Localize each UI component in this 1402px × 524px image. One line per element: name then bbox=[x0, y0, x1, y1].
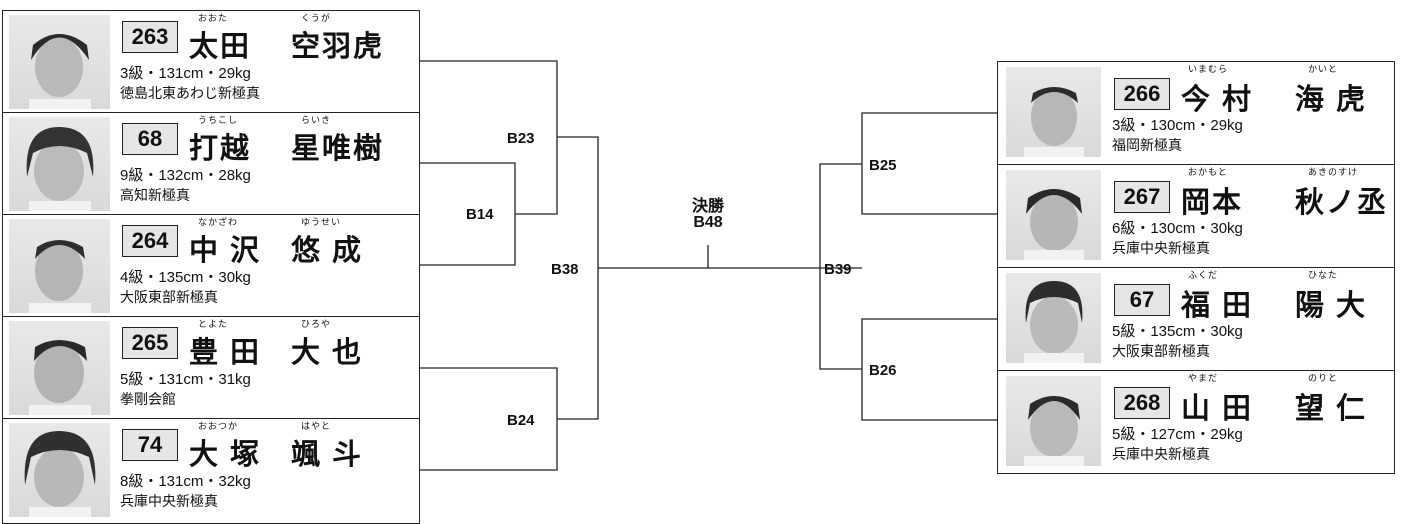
competitor-photo bbox=[9, 423, 110, 517]
final-title: 決勝 bbox=[691, 198, 724, 215]
bracket-b39 bbox=[819, 163, 862, 370]
bout-label-b23: B23 bbox=[507, 130, 535, 147]
family-name-reading: やまだ bbox=[1188, 373, 1219, 383]
competitor-card: 264 なかざわ ゆうせい 中 沢 悠 成 4級・135cm・30kg 大阪東部… bbox=[2, 214, 420, 317]
given-name-reading: ひなた bbox=[1308, 270, 1339, 280]
family-name-reading: おおた bbox=[198, 13, 229, 23]
competitor-photo bbox=[1006, 273, 1101, 363]
competitor-card: 74 おおつか はやと 大 塚 颯 斗 8級・131cm・32kg 兵庫中央新極… bbox=[2, 418, 420, 524]
competitor-dojo: 兵庫中央新極真 bbox=[1112, 446, 1210, 462]
given-name: 星唯樹 bbox=[291, 133, 385, 165]
competitor-card: 67 ふくだ ひなた 福 田 陽 大 5級・135cm・30kg 大阪東部新極真 bbox=[997, 267, 1395, 371]
competitor-number: 74 bbox=[122, 429, 178, 461]
family-name-reading: とよた bbox=[198, 319, 229, 329]
competitor-number: 263 bbox=[122, 21, 178, 53]
competitor-number: 268 bbox=[1114, 387, 1170, 419]
competitor-card: 266 いまむら かいと 今 村 海 虎 3級・130cm・29kg 福岡新極真 bbox=[997, 61, 1395, 165]
given-name: 秋ノ丞 bbox=[1295, 187, 1389, 219]
competitor-photo bbox=[1006, 170, 1101, 260]
bout-label-b24: B24 bbox=[507, 412, 535, 429]
family-name: 打越 bbox=[189, 133, 252, 165]
family-name: 山 田 bbox=[1181, 393, 1254, 425]
competitor-photo bbox=[9, 15, 110, 109]
competitor-number: 68 bbox=[122, 123, 178, 155]
given-name: 大 也 bbox=[291, 337, 364, 369]
family-name-reading: いまむら bbox=[1188, 64, 1229, 74]
given-name-reading: ゆうせい bbox=[301, 217, 342, 227]
given-name-reading: らいき bbox=[301, 115, 332, 125]
bout-label-b26: B26 bbox=[869, 362, 897, 379]
family-name-reading: なかざわ bbox=[198, 217, 239, 227]
competitor-stats: 8級・131cm・32kg bbox=[120, 473, 251, 490]
competitor-dojo: 兵庫中央新極真 bbox=[1112, 240, 1210, 256]
competitor-photo bbox=[9, 219, 110, 313]
competitor-card: 263 おおた くうが 太田 空羽虎 3級・131cm・29kg 徳島北東あわじ… bbox=[2, 10, 420, 113]
competitor-dojo: 福岡新極真 bbox=[1112, 137, 1182, 153]
competitor-card: 68 うちこし らいき 打越 星唯樹 9級・132cm・28kg 高知新極真 bbox=[2, 112, 420, 215]
competitor-number: 67 bbox=[1114, 284, 1170, 316]
given-name: 空羽虎 bbox=[291, 31, 385, 63]
family-name-reading: おおつか bbox=[198, 421, 239, 431]
competitor-stats: 9級・132cm・28kg bbox=[120, 167, 251, 184]
bracket-b38 bbox=[557, 136, 599, 420]
competitor-stats: 4級・135cm・30kg bbox=[120, 269, 251, 286]
competitor-stats: 6級・130cm・30kg bbox=[1112, 220, 1243, 237]
competitor-dojo: 徳島北東あわじ新極真 bbox=[120, 85, 260, 101]
given-name: 望 仁 bbox=[1295, 393, 1368, 425]
family-name: 福 田 bbox=[1181, 290, 1254, 322]
competitor-number: 264 bbox=[122, 225, 178, 257]
bout-label-b38: B38 bbox=[551, 261, 579, 278]
competitor-card: 265 とよた ひろや 豊 田 大 也 5級・131cm・31kg 拳剛会館 bbox=[2, 316, 420, 419]
bout-label-b25: B25 bbox=[869, 157, 897, 174]
competitor-number: 266 bbox=[1114, 78, 1170, 110]
family-name-reading: ふくだ bbox=[1188, 270, 1219, 280]
family-name: 豊 田 bbox=[189, 337, 262, 369]
bracket-b25 bbox=[861, 112, 997, 215]
given-name: 海 虎 bbox=[1295, 84, 1368, 116]
competitor-dojo: 高知新極真 bbox=[120, 187, 190, 203]
given-name: 陽 大 bbox=[1295, 290, 1368, 322]
bout-label-b14: B14 bbox=[466, 206, 494, 223]
competitor-stats: 5級・135cm・30kg bbox=[1112, 323, 1243, 340]
final-code: B48 bbox=[693, 214, 723, 231]
competitor-photo bbox=[1006, 376, 1101, 466]
competitor-dojo: 大阪東部新極真 bbox=[1112, 343, 1210, 359]
competitor-photo bbox=[9, 321, 110, 415]
given-name: 悠 成 bbox=[291, 235, 364, 267]
competitor-number: 267 bbox=[1114, 181, 1170, 213]
family-name: 中 沢 bbox=[189, 235, 262, 267]
given-name-reading: はやと bbox=[301, 421, 332, 431]
bracket-b26 bbox=[861, 318, 997, 421]
competitor-stats: 5級・127cm・29kg bbox=[1112, 426, 1243, 443]
family-name: 今 村 bbox=[1181, 84, 1254, 116]
family-name-reading: うちこし bbox=[198, 115, 239, 125]
competitor-dojo: 兵庫中央新極真 bbox=[120, 493, 218, 509]
competitor-photo bbox=[9, 117, 110, 211]
bracket-b24 bbox=[420, 367, 558, 471]
family-name-reading: おかもと bbox=[1188, 167, 1228, 177]
given-name-reading: あきのすけ bbox=[1308, 167, 1359, 177]
competitor-photo bbox=[1006, 67, 1101, 157]
competitor-card: 267 おかもと あきのすけ 岡本 秋ノ丞 6級・130cm・30kg 兵庫中央… bbox=[997, 164, 1395, 268]
given-name-reading: ひろや bbox=[301, 319, 332, 329]
competitor-dojo: 拳剛会館 bbox=[120, 391, 176, 407]
competitor-dojo: 大阪東部新極真 bbox=[120, 289, 218, 305]
competitor-stats: 3級・130cm・29kg bbox=[1112, 117, 1243, 134]
given-name-reading: くうが bbox=[301, 13, 331, 23]
competitor-stats: 5級・131cm・31kg bbox=[120, 371, 251, 388]
competitor-card: 268 やまだ のりと 山 田 望 仁 5級・127cm・29kg 兵庫中央新極… bbox=[997, 370, 1395, 474]
competitor-stats: 3級・131cm・29kg bbox=[120, 65, 251, 82]
bout-label-b39: B39 bbox=[824, 261, 852, 278]
competitor-number: 265 bbox=[122, 327, 178, 359]
given-name-reading: かいと bbox=[1308, 64, 1339, 74]
bracket-b23 bbox=[420, 60, 558, 215]
family-name: 岡本 bbox=[1181, 187, 1244, 219]
family-name: 太田 bbox=[189, 31, 252, 63]
given-name-reading: のりと bbox=[1308, 373, 1339, 383]
family-name: 大 塚 bbox=[189, 439, 262, 471]
given-name: 颯 斗 bbox=[291, 439, 364, 471]
